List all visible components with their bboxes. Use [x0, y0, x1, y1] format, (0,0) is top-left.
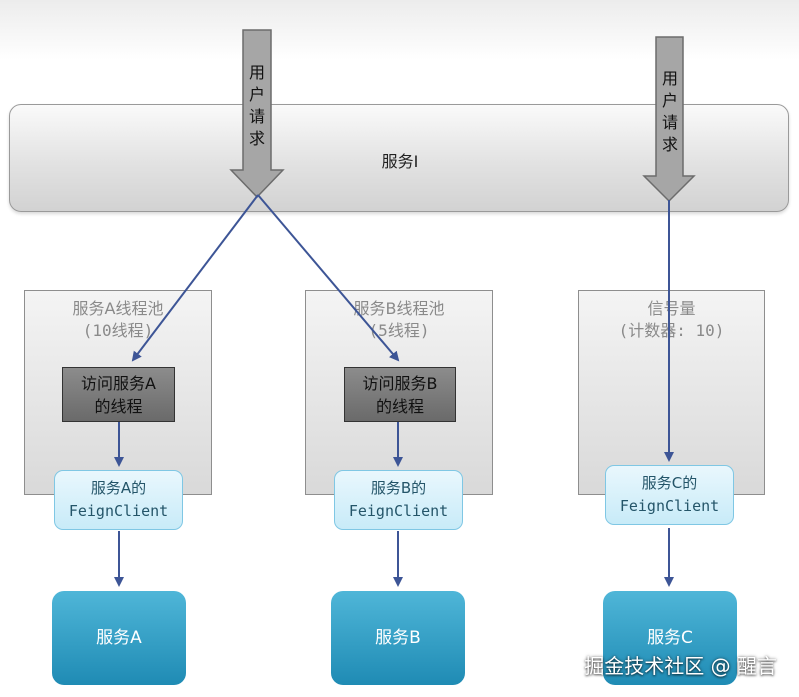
feign-a-line2: FeignClient [68, 502, 169, 520]
feign-c-box: 服务C的 FeignClient [605, 465, 734, 525]
semaphore-subtitle: (计数器: 10) [618, 321, 725, 340]
thread-b-line1: 访问服务B [362, 374, 438, 393]
thread-a-line2: 的线程 [94, 397, 143, 416]
service-i-label: 服务I [381, 152, 419, 171]
feign-a-line1: 服务A的 [90, 479, 147, 497]
service-c-box: 服务C [603, 591, 737, 685]
semaphore-request-char: 用 [661, 69, 678, 88]
thread-b-box: 访问服务B 的线程 [344, 367, 456, 422]
semaphore-request-arrow [642, 36, 696, 203]
user-request-char: 请 [248, 107, 265, 126]
user-request-char: 用 [248, 63, 265, 82]
semaphore-request-char: 求 [661, 135, 678, 154]
semaphore-request-label: 用 户 请 求 [655, 68, 685, 156]
service-b-box: 服务B [331, 591, 465, 685]
semaphore-title: 信号量 [647, 299, 696, 318]
feign-c-line2: FeignClient [619, 497, 720, 515]
user-request-char: 求 [248, 129, 265, 148]
thread-a-line1: 访问服务A [81, 374, 156, 393]
feign-a-box: 服务A的 FeignClient [54, 470, 183, 530]
watermark: 掘金技术社区 @ 醒言 [584, 654, 777, 678]
pool-a-subtitle: (10线程) [82, 321, 154, 340]
feign-b-box: 服务B的 FeignClient [334, 470, 463, 530]
pool-a-title: 服务A线程池 [72, 299, 164, 318]
connector-to-thread-b [257, 194, 400, 362]
user-request-label: 用 户 请 求 [242, 62, 272, 150]
semaphore-request-char: 户 [661, 91, 678, 110]
pool-b-subtitle: (5线程) [368, 321, 430, 340]
feign-b-line1: 服务B的 [370, 479, 427, 497]
service-a-box: 服务A [52, 591, 186, 685]
thread-a-box: 访问服务A 的线程 [62, 367, 175, 422]
thread-b-line2: 的线程 [375, 397, 424, 416]
feign-b-line2: FeignClient [348, 502, 449, 520]
user-request-char: 户 [248, 85, 265, 104]
semaphore-request-char: 请 [661, 113, 678, 132]
connector-to-thread-a [131, 194, 259, 362]
pool-b-title: 服务B线程池 [353, 299, 445, 318]
feign-c-line1: 服务C的 [641, 474, 698, 492]
user-request-arrow [229, 29, 285, 199]
